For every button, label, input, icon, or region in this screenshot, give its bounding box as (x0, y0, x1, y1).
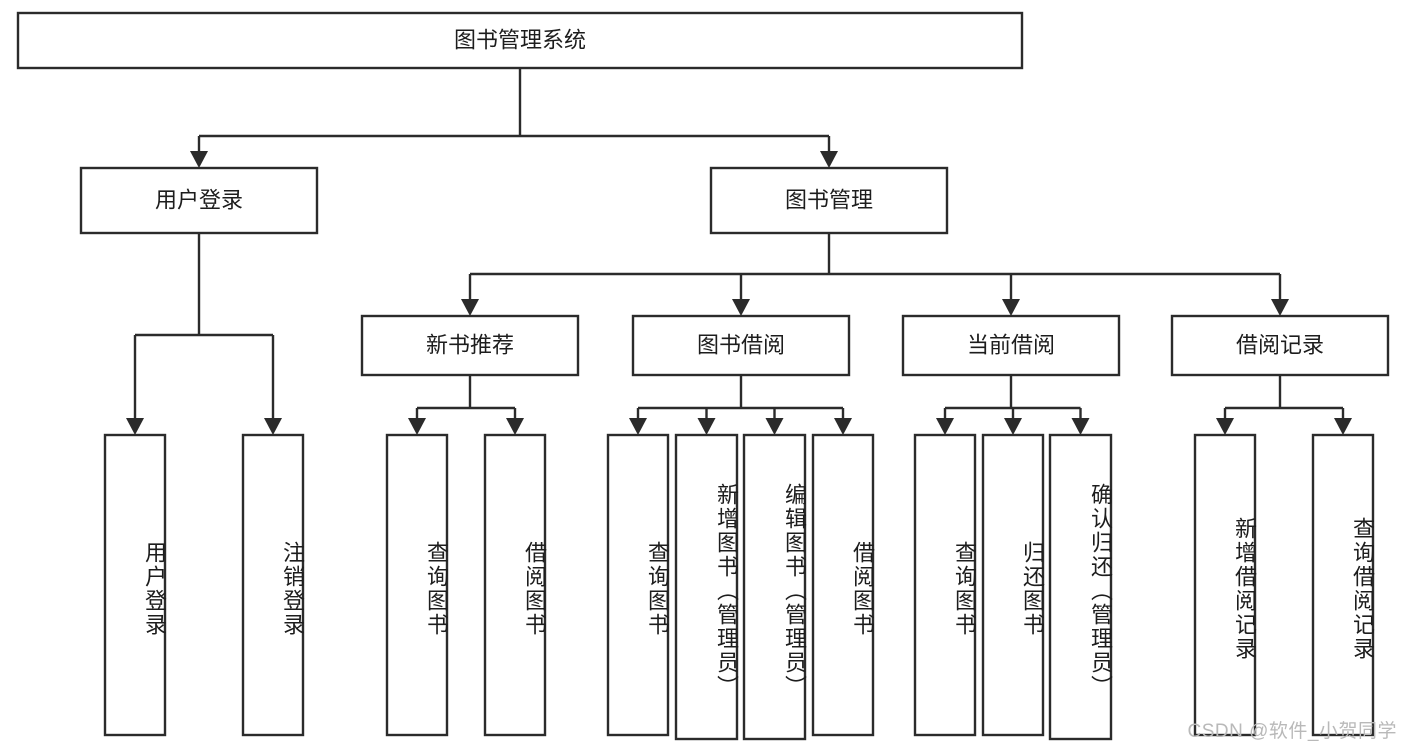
node-box-leaf-user-login[interactable] (103, 433, 167, 737)
arrow-head-icon (1071, 418, 1090, 435)
arrow-head-icon (697, 418, 716, 435)
node-box-leaf-query-book-recommend[interactable] (385, 433, 449, 737)
watermark: CSDN @软件_小贺同学 (1187, 721, 1397, 742)
arrow-head-icon (629, 418, 647, 435)
node-label-user-login: 用户登录 (155, 187, 243, 212)
node-box-leaf-query-book-current[interactable] (913, 433, 977, 737)
arrow-head-icon (1334, 418, 1352, 435)
arrow-head-icon (190, 151, 208, 168)
node-label-new-book-recommend: 新书推荐 (426, 332, 514, 357)
node-label-root: 图书管理系统 (454, 27, 586, 52)
arrow-head-icon (732, 299, 750, 316)
arrow-head-icon (1271, 299, 1289, 316)
boxes-layer (16, 11, 1390, 741)
arrow-head-icon (834, 418, 852, 435)
node-box-current-borrow[interactable] (901, 314, 1121, 377)
node-box-leaf-query-book-borrow[interactable] (606, 433, 670, 737)
arrow-head-icon (264, 418, 282, 435)
node-box-leaf-add-book[interactable] (674, 433, 739, 741)
arrow-head-icon (765, 418, 784, 435)
node-box-user-login[interactable] (79, 166, 319, 235)
arrow-head-icon (126, 418, 144, 435)
arrow-head-icon (1216, 418, 1234, 435)
node-box-leaf-borrow-book-recommend[interactable] (483, 433, 547, 737)
arrow-head-icon (1004, 418, 1022, 435)
node-label-book-borrow: 图书借阅 (697, 332, 785, 357)
arrow-head-icon (408, 418, 426, 435)
node-label-borrow-record: 借阅记录 (1236, 332, 1324, 357)
node-box-borrow-record[interactable] (1170, 314, 1390, 377)
node-label-book-management: 图书管理 (785, 187, 873, 212)
node-box-leaf-user-logout[interactable] (241, 433, 305, 737)
node-box-book-borrow[interactable] (631, 314, 851, 377)
node-box-root[interactable] (16, 11, 1024, 70)
connectors-layer (126, 68, 1352, 435)
node-box-leaf-add-borrow-record[interactable] (1193, 433, 1257, 737)
arrow-head-icon (820, 151, 838, 168)
arrow-head-icon (936, 418, 954, 435)
node-box-leaf-query-borrow-record[interactable] (1311, 433, 1375, 737)
node-box-leaf-confirm-return[interactable] (1048, 433, 1113, 741)
node-box-leaf-return-book[interactable] (981, 433, 1045, 737)
arrow-head-icon (1002, 299, 1020, 316)
node-box-new-book-recommend[interactable] (360, 314, 580, 377)
node-box-leaf-edit-book[interactable] (742, 433, 807, 741)
arrow-head-icon (461, 299, 479, 316)
node-label-current-borrow: 当前借阅 (967, 332, 1055, 357)
node-box-leaf-borrow-book[interactable] (811, 433, 875, 737)
node-box-book-management[interactable] (709, 166, 949, 235)
arrow-head-icon (506, 418, 524, 435)
